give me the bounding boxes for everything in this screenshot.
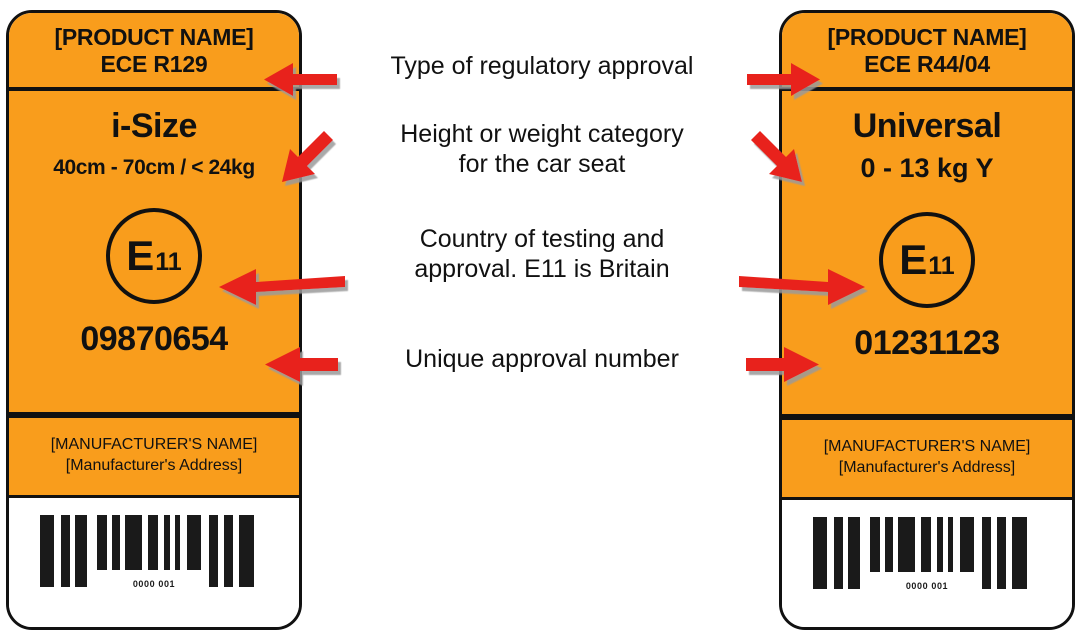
barcode-bar (187, 514, 201, 570)
manufacturer-section: [MANUFACTURER'S NAME] [Manufacturer's Ad… (782, 419, 1072, 500)
barcode-bar (1012, 516, 1027, 589)
barcode-bar (239, 514, 254, 587)
category-range: 40cm - 70cm / < 24kg (53, 156, 255, 180)
barcode-bar (997, 516, 1006, 589)
barcode-bar (148, 514, 158, 570)
barcode-bar (813, 516, 827, 589)
barcode-bar (898, 516, 915, 572)
barcode: 0000 001 (813, 516, 1041, 591)
barcode-bar (937, 516, 943, 572)
product-name: [PRODUCT NAME] (827, 24, 1027, 50)
label-title-section: [PRODUCT NAME] ECE R44/04 (782, 13, 1072, 92)
barcode-bar (175, 514, 180, 570)
barcode-bar (870, 516, 880, 572)
manufacturer-name: [MANUFACTURER'S NAME] (823, 437, 1031, 455)
label-title-section: [PRODUCT NAME] ECE R129 (9, 13, 299, 92)
e-mark-letter: E (126, 232, 155, 280)
category-main: i-Size (111, 107, 197, 146)
barcode-bar (209, 514, 218, 587)
barcode-bar (61, 514, 70, 587)
barcode-bar (224, 514, 233, 587)
barcode-bar (164, 514, 170, 570)
manufacturer-name: [MANUFACTURER'S NAME] (50, 435, 258, 453)
approval-label-left: [PRODUCT NAME] ECE R129 i-Size 40cm - 70… (6, 10, 302, 630)
e-mark-number: 11 (928, 252, 955, 281)
approval-number: 09870654 (80, 320, 228, 359)
barcode-bar (97, 514, 107, 570)
annotation-country-of-approval: Country of testing and approval. E11 is … (414, 225, 670, 283)
barcode-bar (982, 516, 991, 589)
regulation-code: ECE R44/04 (864, 50, 990, 77)
manufacturer-address: [Manufacturer's Address] (838, 459, 1016, 477)
barcode-section: 0000 001 (9, 497, 299, 627)
barcode-digits: 0000 001 (132, 578, 176, 589)
e-mark-number: 11 (155, 248, 182, 277)
regulation-code: ECE R129 (100, 50, 208, 77)
manufacturer-section: [MANUFACTURER'S NAME] [Manufacturer's Ad… (9, 417, 299, 498)
approval-number: 01231123 (854, 324, 1000, 363)
product-name: [PRODUCT NAME] (54, 24, 254, 50)
barcode-bar (921, 516, 931, 572)
barcode-bar (834, 516, 843, 589)
barcode-bar (125, 514, 142, 570)
barcode-bar (112, 514, 120, 570)
category-range: 0 - 13 kg Y (860, 153, 994, 184)
annotation-regulatory-approval: Type of regulatory approval (390, 52, 694, 80)
barcode-bar (885, 516, 893, 572)
barcode-bar (40, 514, 54, 587)
barcode-bar (75, 514, 87, 587)
barcode-bar (948, 516, 953, 572)
barcode-bar (848, 516, 860, 589)
barcode-section: 0000 001 (782, 499, 1072, 627)
barcode-digits: 0000 001 (905, 580, 949, 591)
barcode-bar (960, 516, 974, 572)
category-main: Universal (852, 107, 1002, 146)
barcode: 0000 001 (40, 514, 268, 589)
annotation-unique-approval-number: Unique approval number (405, 345, 679, 373)
approval-label-right: [PRODUCT NAME] ECE R44/04 Universal 0 - … (779, 10, 1075, 630)
manufacturer-address: [Manufacturer's Address] (65, 457, 243, 475)
annotation-size-category: Height or weight category for the car se… (400, 120, 684, 178)
e-mark-letter: E (899, 236, 928, 284)
